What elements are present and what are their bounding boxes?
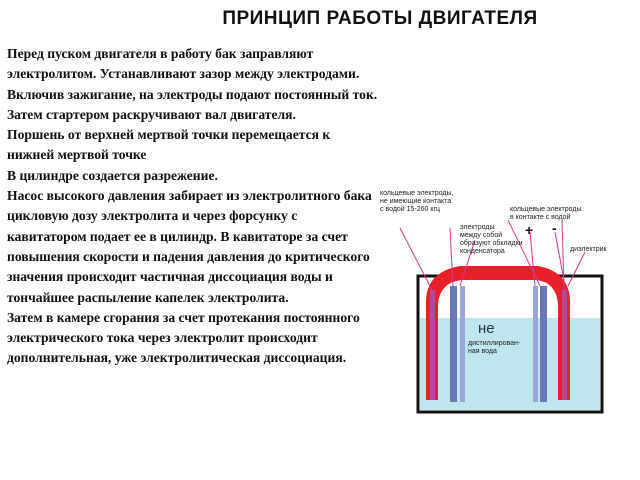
inner-electrode-right-b (533, 286, 538, 402)
wire-middle (459, 239, 476, 287)
distilled-water (420, 318, 600, 410)
label-ne: не (478, 320, 495, 337)
paragraph-piston: Поршень от верхней мертвой точки перемещ… (7, 127, 331, 163)
wire-right (507, 219, 541, 287)
paragraph-vacuum: В цилиндре создается разрежение. (7, 167, 218, 183)
outer-ring-electrode (426, 266, 570, 400)
label-dielectric: диэлектрик (570, 246, 607, 253)
paragraph-pump: Насос высокого давления забирает из элек… (7, 188, 372, 305)
label-capacitor: электроды между собой образуют обкладки … (460, 224, 523, 255)
minus-sign: - (552, 220, 557, 236)
label-distilled-water: дистиллирован- ная вода (468, 340, 521, 355)
diagram-drawing (399, 219, 604, 414)
inner-electrode-left-b (460, 286, 465, 402)
label-ring-contact: кольцевые электроды в контакте с водой (510, 206, 582, 221)
paragraph-start: Перед пуском двигателя в работу бак запр… (7, 46, 378, 122)
wire-left (399, 227, 433, 291)
description-text: Перед пуском двигателя в работу бак запр… (7, 44, 379, 369)
wire-minus (554, 231, 566, 287)
wire-left-2 (449, 227, 454, 287)
paragraph-combustion: Затем в камере сгорания за счет протекан… (7, 309, 360, 366)
plus-sign: + (525, 222, 534, 238)
inner-electrode-right (540, 286, 547, 402)
inner-electrode-left (450, 286, 457, 402)
plate-right (562, 290, 567, 400)
page-title: ПРИНЦИП РАБОТЫ ДВИГАТЕЛЯ (222, 8, 538, 29)
electrode-diagram: кольцевые электроды, не имеющие контакта… (380, 190, 620, 420)
wire-dielectric (567, 251, 586, 287)
wire-plus (529, 231, 536, 287)
plate-left (430, 290, 435, 400)
label-ring-no-contact: кольцевые электроды, не имеющие контакта… (380, 190, 454, 213)
